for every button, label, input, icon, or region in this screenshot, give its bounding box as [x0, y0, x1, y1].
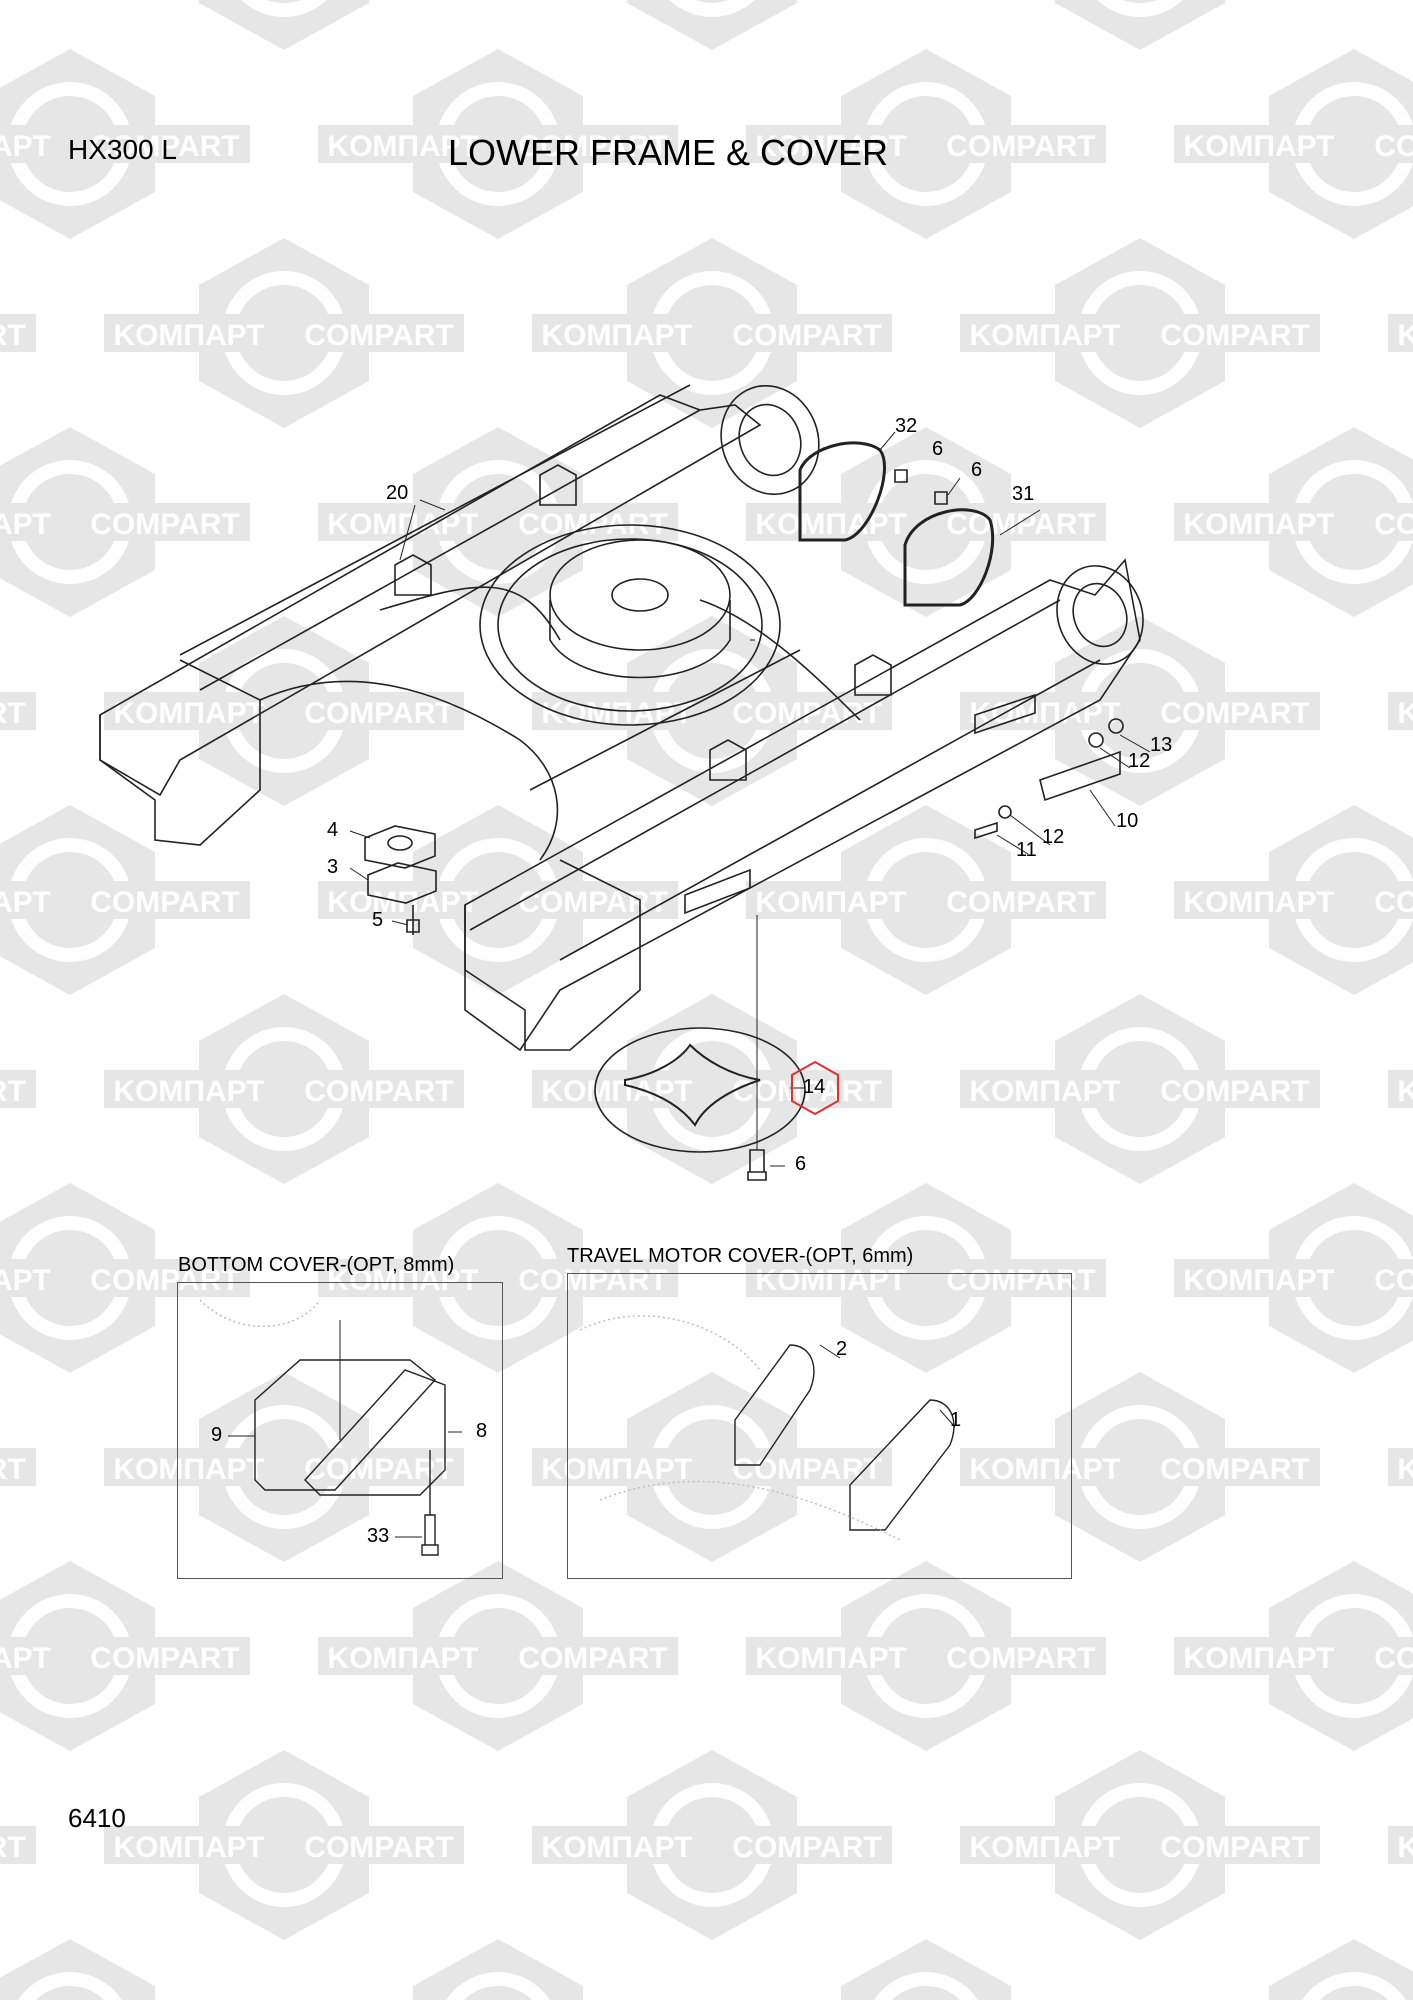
bottom-plate-9 [254, 1359, 437, 1491]
swing-bearing-ring [479, 524, 781, 726]
plate-4 [364, 825, 436, 869]
track-frame-left [99, 394, 762, 797]
callout-33[interactable]: 33 [367, 1525, 390, 1547]
callout-13[interactable]: 13 [1150, 734, 1173, 756]
travel-motor-cover-1 [849, 1399, 955, 1531]
bottom-cover-14 [594, 1027, 806, 1153]
bottom-plate-8 [304, 1369, 446, 1496]
callout-31[interactable]: 31 [1012, 483, 1035, 505]
callout-6[interactable]: 6 [932, 438, 944, 460]
seal-32 [798, 441, 886, 542]
callout-5[interactable]: 5 [372, 909, 384, 931]
inset-title-travel-motor-cover: TRAVEL MOTOR COVER-(OPT, 6mm) [567, 1245, 914, 1267]
callout-9[interactable]: 9 [211, 1424, 223, 1446]
idler-housing-rear [720, 384, 820, 496]
track-frame-right [464, 558, 1141, 1052]
callout-12[interactable]: 12 [1042, 826, 1065, 848]
inset-title-bottom-cover: BOTTOM COVER-(OPT, 8mm) [178, 1254, 455, 1276]
callout-8[interactable]: 8 [476, 1420, 488, 1442]
callout-10[interactable]: 10 [1116, 810, 1139, 832]
center-frame [259, 586, 861, 861]
rail-guard [684, 693, 1121, 915]
travel-motor-cover-2 [734, 1344, 815, 1466]
model-label: HX300 L [68, 134, 177, 165]
idler-housing-front [1056, 565, 1144, 665]
callout-14[interactable]: 14 [803, 1076, 826, 1098]
callout-6[interactable]: 6 [795, 1153, 807, 1175]
callout-3[interactable]: 3 [327, 856, 339, 878]
highlight-hexagon [791, 1060, 839, 1116]
callout-2[interactable]: 2 [836, 1338, 848, 1360]
callout-11[interactable]: 11 [1016, 839, 1037, 861]
page-number: 6410 [68, 1803, 126, 1833]
callout-6[interactable]: 6 [971, 459, 983, 481]
callout-12[interactable]: 12 [1128, 750, 1151, 772]
plate-3 [367, 862, 437, 904]
callout-20[interactable]: 20 [386, 482, 409, 504]
callout-4[interactable]: 4 [327, 819, 339, 841]
seal-31 [903, 508, 995, 607]
travel-motor-cover-inset [567, 1273, 1072, 1579]
page-title: LOWER FRAME & COVER [448, 132, 889, 173]
callout-32[interactable]: 32 [895, 415, 918, 437]
bottom-cover-inset [177, 1282, 503, 1579]
callout-1[interactable]: 1 [950, 1409, 962, 1431]
